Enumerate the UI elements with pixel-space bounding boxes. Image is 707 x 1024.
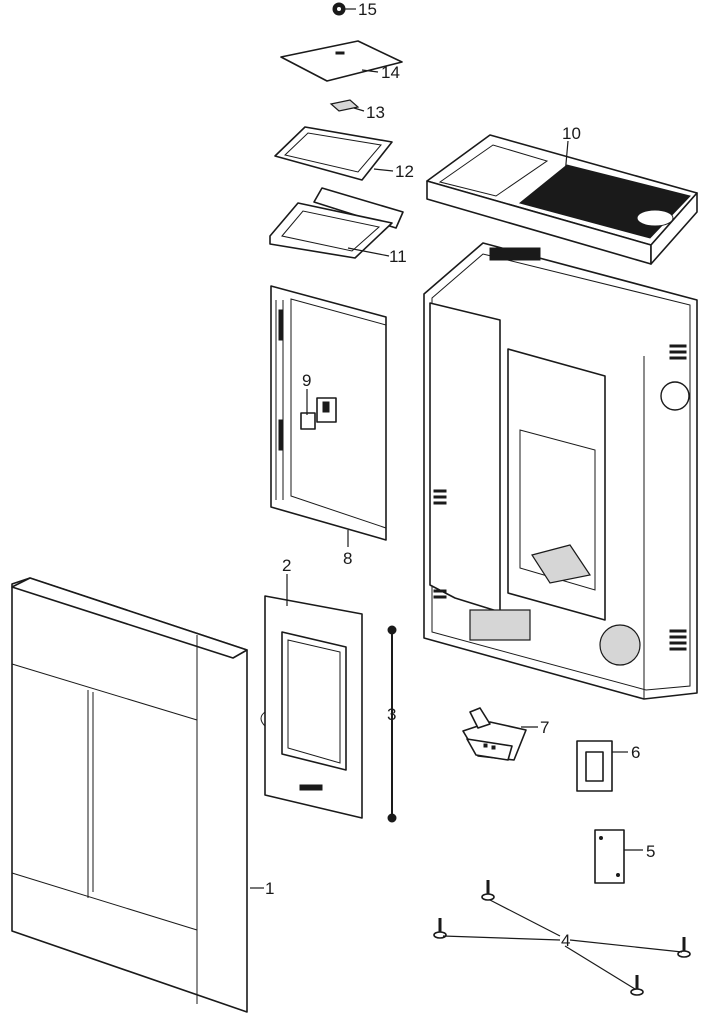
callout-15: 15: [358, 0, 377, 19]
part-6-switch-plate: [576, 740, 613, 792]
part-10-top-grille: [426, 134, 698, 265]
part-9-hinge-brackets: [300, 397, 337, 430]
callout-4: 4: [561, 931, 570, 950]
part-4-feet: [433, 880, 691, 996]
part-15-knob: [332, 2, 346, 16]
callout-13: 13: [366, 103, 385, 122]
part-2-glass-door: [260, 595, 363, 819]
foot-4: [630, 975, 644, 996]
callout-9: 9: [302, 371, 311, 390]
part-1-front-panel: [11, 577, 248, 1013]
callout-6: 6: [631, 743, 640, 762]
callout-3: 3: [387, 705, 396, 724]
callout-11: 11: [389, 247, 407, 266]
part-13-small-plate: [329, 99, 360, 112]
part-14-hopper-lid: [280, 40, 403, 82]
callout-14: 14: [381, 63, 400, 82]
part-7-burn-pot: [462, 707, 527, 761]
callout-2: 2: [282, 556, 291, 575]
callout-12: 12: [395, 162, 414, 181]
foot-1: [481, 880, 495, 901]
foot-2: [433, 918, 447, 939]
side-vent-grilles: [433, 344, 687, 651]
callout-10: 10: [562, 124, 581, 143]
part-11-hopper-frame: [269, 187, 404, 259]
foot-3: [677, 937, 691, 958]
stove-body: [423, 242, 698, 700]
callout-8: 8: [343, 549, 352, 568]
part-3-hinge-rod: [387, 625, 397, 823]
callout-7: 7: [540, 718, 549, 737]
part-5-cover-plate: [594, 829, 625, 884]
leader-lines: [250, 8, 683, 990]
callout-1: 1: [265, 879, 274, 898]
part-12-lid-gasket: [274, 126, 393, 181]
callout-5: 5: [646, 842, 655, 861]
callout-labels: 15 14 13 10 12 11 9 8 2 3 7 6 5 1 4: [265, 0, 655, 950]
